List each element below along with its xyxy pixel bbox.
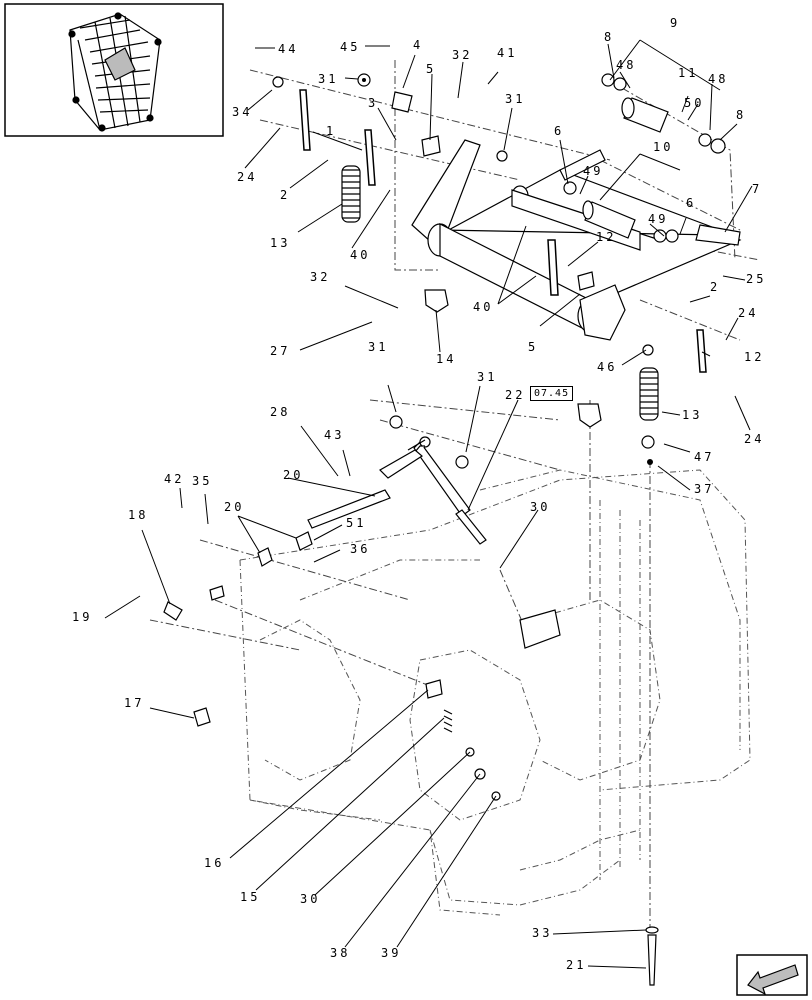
callout-47: 47 — [694, 450, 715, 464]
straps — [299, 89, 707, 373]
pickup-arm-frame — [411, 139, 742, 341]
callout-31: 31 — [505, 92, 526, 106]
callout-2: 2 — [710, 280, 721, 294]
callout-1: 1 — [326, 124, 337, 138]
callout-38: 38 — [330, 946, 351, 960]
callout-12: 12 — [596, 230, 617, 244]
callout-19: 19 — [72, 610, 93, 624]
callout-30: 30 — [530, 500, 551, 514]
callout-39: 39 — [381, 946, 402, 960]
callout-18: 18 — [128, 508, 149, 522]
callout-25: 25 — [746, 272, 767, 286]
hardware — [163, 73, 659, 986]
callout-15: 15 — [240, 890, 261, 904]
callout-32: 32 — [310, 270, 331, 284]
callout-24: 24 — [237, 170, 258, 184]
callout-40: 40 — [350, 248, 371, 262]
callout-37: 37 — [694, 482, 715, 496]
callout-36: 36 — [350, 542, 371, 556]
next-page-arrow[interactable] — [736, 954, 808, 996]
callout-48: 48 — [616, 58, 637, 72]
callout-8: 8 — [604, 30, 615, 44]
callout-6: 6 — [554, 124, 565, 138]
callout-49: 49 — [648, 212, 669, 226]
callout-6: 6 — [686, 196, 697, 210]
callout-16: 16 — [204, 856, 225, 870]
callout-24: 24 — [744, 432, 765, 446]
callout-14: 14 — [436, 352, 457, 366]
machine-frame-phantom — [239, 469, 751, 916]
brackets — [421, 135, 602, 428]
cylinder — [307, 436, 487, 545]
callout-27: 27 — [270, 344, 291, 358]
callout-5: 5 — [528, 340, 539, 354]
arrow-icon — [747, 964, 799, 996]
callout-32: 32 — [452, 48, 473, 62]
callout-43: 43 — [324, 428, 345, 442]
callout-8: 8 — [736, 108, 747, 122]
callout-33: 33 — [532, 926, 553, 940]
callout-3: 3 — [368, 96, 379, 110]
callout-20: 20 — [224, 500, 245, 514]
callout-7: 7 — [752, 182, 763, 196]
callout-46: 46 — [597, 360, 618, 374]
callout-49: 49 — [583, 164, 604, 178]
callout-12: 12 — [744, 350, 765, 364]
callout-28: 28 — [270, 405, 291, 419]
callout-31: 31 — [318, 72, 339, 86]
callout-31: 31 — [368, 340, 389, 354]
callout-2: 2 — [280, 188, 291, 202]
callout-50: 50 — [684, 96, 705, 110]
callout-4: 4 — [413, 38, 424, 52]
callout-35: 35 — [192, 474, 213, 488]
thumbnail-baler-icon — [68, 12, 162, 132]
reference-page-box[interactable]: 07.45 — [530, 386, 574, 401]
thumbnail-inset — [4, 3, 224, 137]
callout-10: 10 — [653, 140, 674, 154]
callout-48: 48 — [708, 72, 729, 86]
callout-9: 9 — [670, 16, 681, 30]
callout-21: 21 — [566, 958, 587, 972]
callout-13: 13 — [682, 408, 703, 422]
springs — [341, 165, 659, 733]
callout-11: 11 — [678, 66, 699, 80]
callout-44: 44 — [278, 42, 299, 56]
callout-13: 13 — [270, 236, 291, 250]
callout-41: 41 — [497, 46, 518, 60]
leader-lines — [104, 39, 753, 969]
callout-20: 20 — [283, 468, 304, 482]
callout-34: 34 — [232, 105, 253, 119]
callout-24: 24 — [738, 306, 759, 320]
callout-30: 30 — [300, 892, 321, 906]
callout-22: 22 — [505, 388, 526, 402]
callout-5: 5 — [426, 62, 437, 76]
callout-51: 51 — [346, 516, 367, 530]
callout-40: 40 — [473, 300, 494, 314]
callout-45: 45 — [340, 40, 361, 54]
callout-31: 31 — [477, 370, 498, 384]
callout-42: 42 — [164, 472, 185, 486]
rollers — [391, 73, 726, 243]
callout-17: 17 — [124, 696, 145, 710]
